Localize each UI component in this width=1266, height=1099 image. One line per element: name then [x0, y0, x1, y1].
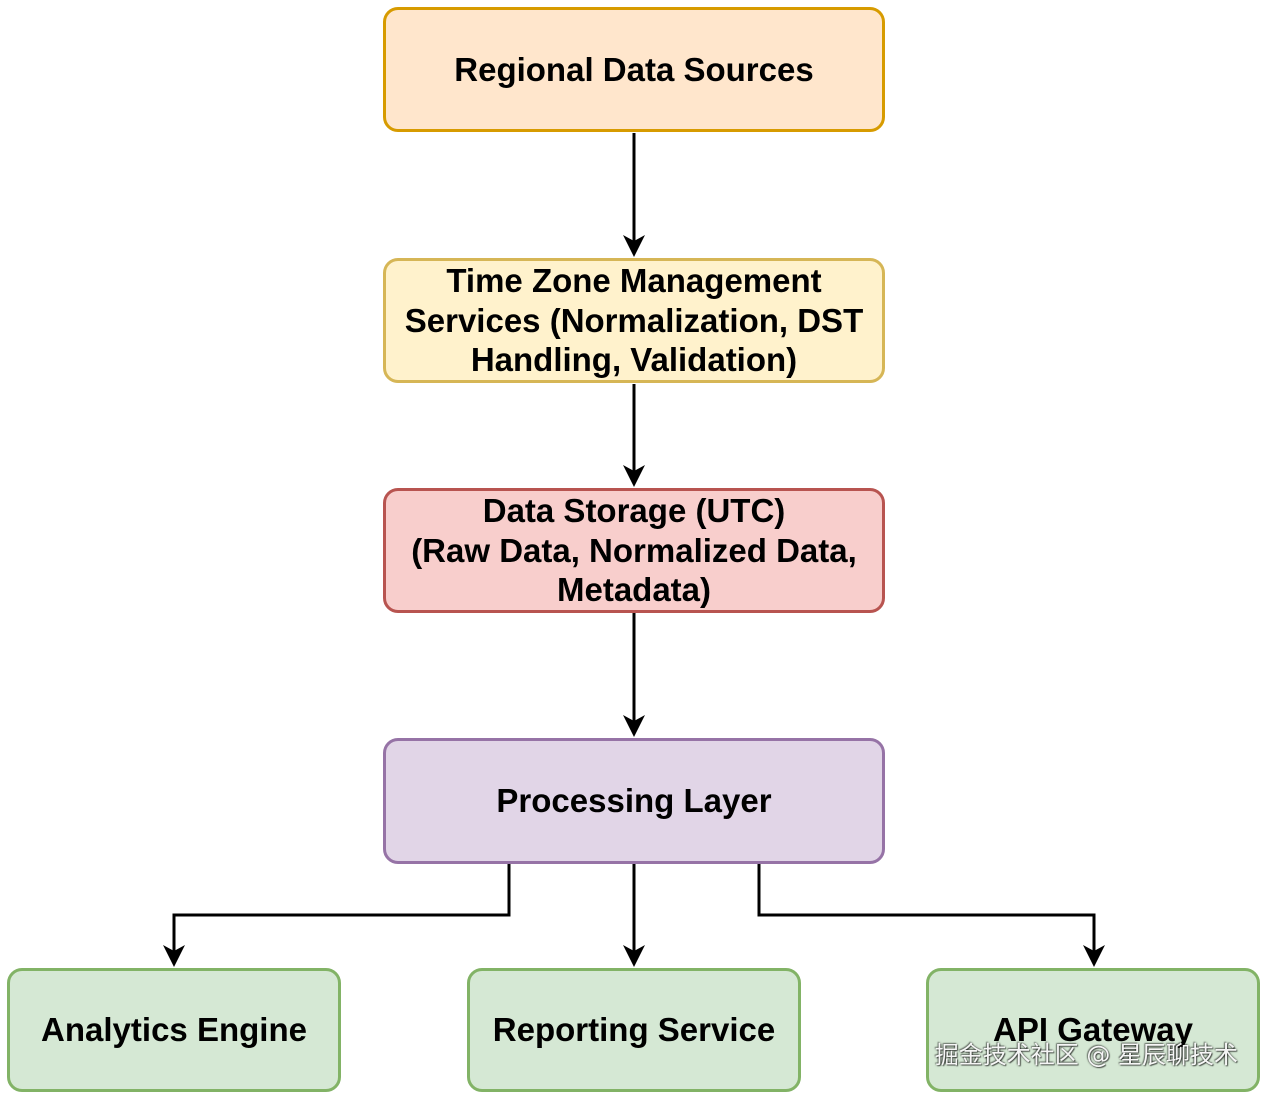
node-label: API Gateway — [993, 1010, 1193, 1050]
node-time-zone-management-services: Time Zone Management Services (Normaliza… — [383, 258, 885, 383]
node-label-line: Reporting Service — [492, 1011, 776, 1049]
edge-data-storage-to-processing-layer — [623, 613, 645, 737]
arrowhead — [623, 465, 645, 487]
node-label-line: Services (Normalization, DST — [404, 301, 864, 339]
edge-processing-layer-to-reporting-service — [623, 864, 645, 967]
node-label-line: (Raw Data, Normalized Data, — [411, 531, 857, 569]
node-data-storage-utc: Data Storage (UTC) (Raw Data, Normalized… — [383, 488, 885, 613]
node-analytics-engine: Analytics Engine — [7, 968, 341, 1092]
node-label-line: Data Storage (UTC) — [482, 492, 786, 530]
connector-line — [757, 864, 1096, 952]
node-label: Processing Layer — [496, 781, 771, 821]
node-label-line: Metadata) — [556, 571, 712, 609]
node-label: Reporting Service — [493, 1010, 775, 1050]
arrowhead — [623, 945, 645, 967]
arrowhead — [623, 235, 645, 257]
node-label: Time Zone Management Services (Normaliza… — [405, 261, 863, 380]
node-regional-data-sources: Regional Data Sources — [383, 7, 885, 132]
arrowhead — [1083, 945, 1105, 967]
node-label-line: API Gateway — [993, 1011, 1193, 1049]
node-api-gateway: API Gateway — [926, 968, 1260, 1092]
edge-time-zone-management-to-data-storage — [623, 384, 645, 487]
node-label-line: Handling, Validation) — [470, 341, 798, 379]
edge-processing-layer-to-api-gateway — [757, 864, 1105, 967]
node-label-line: Time Zone Management — [446, 262, 822, 300]
arrowhead — [623, 715, 645, 737]
edge-regional-sources-to-time-zone-management — [623, 133, 645, 257]
node-reporting-service: Reporting Service — [467, 968, 801, 1092]
node-processing-layer: Processing Layer — [383, 738, 885, 864]
node-label: Analytics Engine — [41, 1010, 307, 1050]
node-label: Regional Data Sources — [454, 50, 813, 90]
connector-line — [172, 864, 511, 952]
node-label-line: Processing Layer — [496, 782, 772, 820]
arrowhead — [163, 945, 185, 967]
node-label: Data Storage (UTC) (Raw Data, Normalized… — [411, 491, 857, 610]
node-label-line: Analytics Engine — [41, 1011, 307, 1049]
node-label-line: Regional Data Sources — [454, 50, 814, 88]
watermark-text: 掘金技术社区 @ 星辰聊技术 — [934, 1041, 1238, 1069]
edge-processing-layer-to-analytics-engine — [163, 864, 511, 967]
